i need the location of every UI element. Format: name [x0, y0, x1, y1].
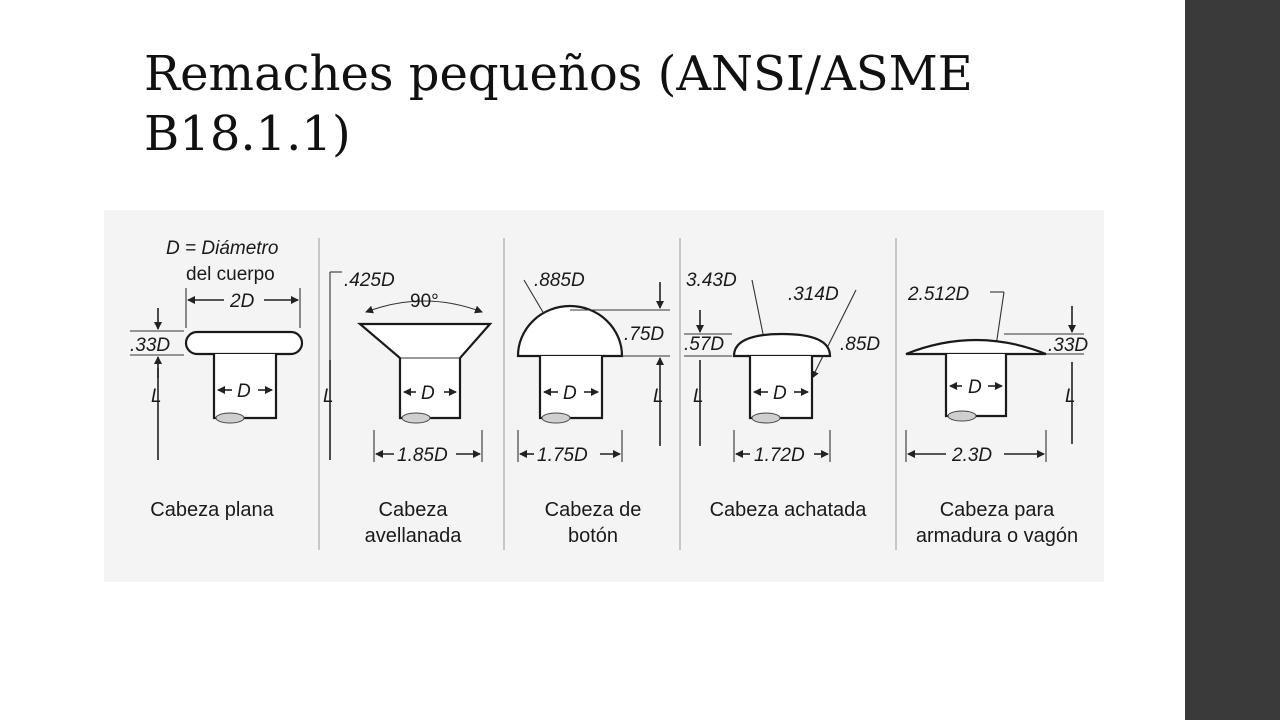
label-d-3: D [563, 383, 577, 404]
label-d-4: D [773, 383, 787, 404]
label-l-1: L [151, 386, 162, 407]
label-343d: 3.43D [686, 270, 737, 291]
label-2d: 2D [229, 291, 255, 312]
label-033d-b: .33D [1048, 335, 1088, 356]
label-l-2: L [323, 386, 334, 407]
panel-countersunk-head: .425D 90° D L 1.85D [323, 270, 493, 466]
label-185d: 1.85D [397, 445, 448, 466]
panel-flattened-head: 3.43D .314D .57D .85D D L 1.72D [684, 270, 880, 466]
caption-button-1: Cabeza de [545, 499, 642, 521]
panel-flat-head: D = Diámetro del cuerpo 2D .33D D L [130, 238, 304, 460]
label-0314d: .314D [788, 284, 839, 305]
caption-flattened: Cabeza achatada [710, 499, 868, 521]
truss-head-shape [905, 338, 1047, 356]
caption-truss-1: Cabeza para [940, 499, 1055, 521]
label-23d: 2.3D [951, 445, 992, 466]
caption-truss-2: armadura o vagón [916, 525, 1078, 547]
button-shank-shape [538, 356, 604, 420]
label-2512d: 2.512D [907, 284, 970, 305]
flattened-shank-shape [748, 356, 814, 420]
label-085d: .85D [840, 334, 880, 355]
rivet-diagram: D = Diámetro del cuerpo 2D .33D D L .425… [104, 210, 1104, 582]
label-057d: .57D [684, 334, 724, 355]
label-90deg: 90° [410, 291, 439, 312]
flat-head-shape [184, 330, 304, 356]
label-d-5: D [968, 377, 982, 398]
flat-shank-shape [212, 354, 278, 420]
label-d-def-2: del cuerpo [186, 264, 275, 285]
flattened-head-shape [732, 332, 832, 358]
label-0885d: .885D [534, 270, 585, 291]
label-d-def-1: D = Diámetro [166, 238, 278, 259]
slide-title: Remaches pequeños (ANSI/ASME B18.1.1) [144, 46, 973, 162]
label-d-2: D [421, 383, 435, 404]
label-l-3: L [653, 386, 664, 407]
label-075d: .75D [624, 324, 664, 345]
rivet-diagram-svg: D = Diámetro del cuerpo 2D .33D D L .425… [104, 210, 1104, 582]
panel-button-head: .885D .75D D L 1.75D [516, 270, 670, 466]
sidebar-accent [1185, 0, 1280, 720]
label-l-5: L [1065, 386, 1076, 407]
caption-countersunk-1: Cabeza [379, 499, 449, 521]
caption-button-2: botón [568, 525, 618, 547]
panel-truss-head: 2.512D .33D D L 2.3D [905, 284, 1088, 466]
button-head-shape [516, 304, 624, 358]
label-l-4: L [693, 386, 704, 407]
label-172d: 1.72D [754, 445, 805, 466]
caption-flat-head: Cabeza plana [150, 499, 274, 521]
caption-countersunk-2: avellanada [365, 525, 463, 547]
label-0425d: .425D [344, 270, 395, 291]
label-d-1: D [237, 381, 251, 402]
label-175d: 1.75D [537, 445, 588, 466]
label-033d-a: .33D [130, 335, 170, 356]
